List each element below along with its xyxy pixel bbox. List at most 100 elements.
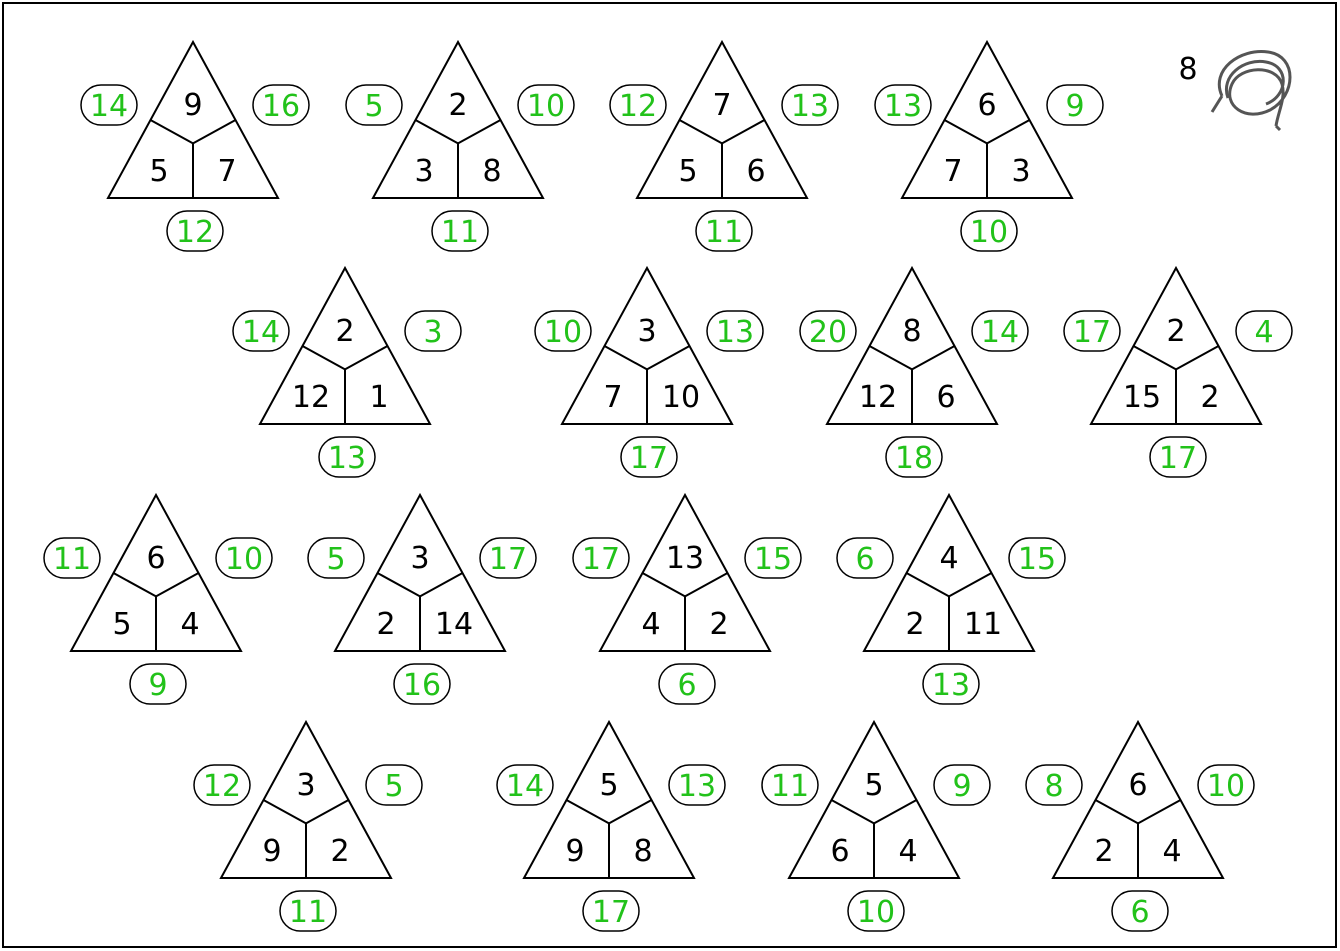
answer-bottom: 12 [176,215,214,250]
answer-left: 14 [242,315,280,350]
answer-left: 14 [506,769,544,804]
right-number: 4 [1162,834,1181,869]
answer-right: 9 [1065,89,1084,124]
right-number: 8 [482,154,501,189]
answer-bottom: 11 [289,895,327,930]
answer-left: 5 [364,89,383,124]
answer-left: 20 [809,315,847,350]
number-triangle: 39212511 [194,722,422,931]
answer-right: 17 [489,542,527,577]
answer-bottom: 17 [1159,441,1197,476]
top-number: 3 [296,768,315,803]
left-number: 2 [905,607,924,642]
right-number: 7 [217,154,236,189]
answer-bottom: 11 [705,215,743,250]
answer-left: 5 [326,542,345,577]
answer-left: 10 [544,315,582,350]
answer-bottom: 10 [857,895,895,930]
right-number: 8 [633,834,652,869]
answer-right: 3 [423,315,442,350]
answer-bottom: 11 [441,215,479,250]
left-number: 12 [859,380,897,415]
top-number: 8 [902,314,921,349]
answer-right: 5 [384,769,403,804]
right-number: 1 [369,380,388,415]
answer-right: 4 [1254,315,1273,350]
answer-right: 10 [225,542,263,577]
answer-bottom: 13 [932,668,970,703]
left-number: 5 [112,607,131,642]
answer-bottom: 16 [403,668,441,703]
top-number: 13 [666,541,704,576]
answer-left: 14 [90,89,128,124]
number-triangle: 67313910 [875,42,1103,251]
left-number: 4 [641,607,660,642]
answer-left: 17 [1073,315,1111,350]
left-number: 3 [414,154,433,189]
answer-bottom: 9 [148,668,167,703]
number-triangle: 65 4 11 10 9 [44,495,272,704]
top-number: 7 [712,88,731,123]
left-number: 5 [678,154,697,189]
left-number: 7 [603,380,622,415]
answer-right: 16 [262,89,300,124]
right-number: 6 [746,154,765,189]
top-number: 6 [146,541,165,576]
right-number: 14 [435,607,473,642]
answer-left: 6 [855,542,874,577]
number-triangle: 42 11 6 15 13 [837,495,1065,704]
answer-left: 11 [771,769,809,804]
left-number: 12 [292,380,330,415]
jump-rope-icon [1212,52,1290,130]
top-number: 4 [939,541,958,576]
top-number: 3 [410,541,429,576]
answer-right: 9 [952,769,971,804]
left-number: 15 [1123,380,1161,415]
answer-bottom: 17 [592,895,630,930]
number-triangle: 212 1 14 3 13 [233,268,461,477]
page-number: 8 [1178,52,1197,87]
answer-left: 11 [53,542,91,577]
left-number: 9 [565,834,584,869]
left-number: 5 [149,154,168,189]
left-number: 7 [943,154,962,189]
answer-right: 15 [754,542,792,577]
number-triangle: 23 8 5 10 11 [346,42,574,251]
answer-right: 10 [527,89,565,124]
top-number: 5 [864,768,883,803]
top-number: 2 [335,314,354,349]
answer-right: 13 [678,769,716,804]
answer-left: 12 [619,89,657,124]
answer-left: 8 [1044,769,1063,804]
answer-bottom: 13 [328,441,366,476]
top-number: 5 [599,768,618,803]
answer-bottom: 6 [1130,895,1149,930]
top-number: 6 [1128,768,1147,803]
right-number: 4 [180,607,199,642]
number-triangle: 75 6 12 13 11 [610,42,838,251]
top-number: 2 [448,88,467,123]
answer-right: 13 [791,89,829,124]
answer-right: 15 [1018,542,1056,577]
answer-right: 13 [716,315,754,350]
answer-left: 12 [203,769,241,804]
answer-bottom: 17 [630,441,668,476]
number-triangle: 59 8 14 13 17 [497,722,725,931]
right-number: 2 [1200,380,1219,415]
answer-left: 17 [582,542,620,577]
right-number: 10 [662,380,700,415]
left-number: 6 [830,834,849,869]
top-number: 9 [183,88,202,123]
number-triangle: 95 7 14 16 12 [81,42,309,251]
right-number: 2 [709,607,728,642]
answer-bottom: 6 [677,668,696,703]
right-number: 11 [964,607,1002,642]
top-number: 3 [637,314,656,349]
right-number: 6 [936,380,955,415]
left-number: 2 [376,607,395,642]
